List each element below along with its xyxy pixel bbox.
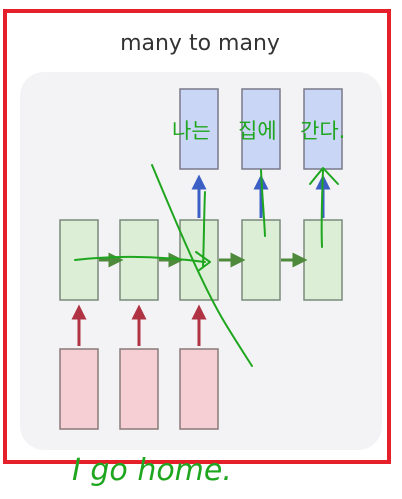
hidden-box <box>303 219 343 301</box>
freehand-sweep-line <box>74 255 206 263</box>
korean-annotation: 나는 집에 간다. <box>172 119 345 143</box>
ink-word: 나는 <box>172 119 211 143</box>
ink-word: 집에 <box>238 119 277 143</box>
input-box <box>179 348 219 430</box>
freehand-vertical-line <box>320 169 324 248</box>
hidden-layer <box>59 219 343 301</box>
freehand-vertical-line <box>260 169 266 237</box>
hidden-box <box>119 219 159 301</box>
output-box <box>179 88 219 170</box>
input-box <box>59 348 99 430</box>
hidden-box <box>241 219 281 301</box>
input-box <box>119 348 159 430</box>
hidden-box <box>59 219 99 301</box>
input-layer <box>59 348 219 430</box>
freehand-diagonal-stroke <box>151 164 253 367</box>
handwriting-layer <box>74 164 339 367</box>
input-arrows <box>71 304 207 346</box>
freehand-arrowhead <box>309 167 339 185</box>
output-box <box>241 88 281 170</box>
output-box <box>303 88 343 170</box>
english-annotation: I go home. <box>72 453 232 488</box>
freehand-arrowhead <box>195 251 211 272</box>
red-frame <box>3 9 391 464</box>
diagram-title: many to many <box>120 31 280 56</box>
ink-word: 간다. <box>300 119 345 143</box>
freehand-vertical-line <box>202 191 206 267</box>
output-layer <box>179 88 343 170</box>
